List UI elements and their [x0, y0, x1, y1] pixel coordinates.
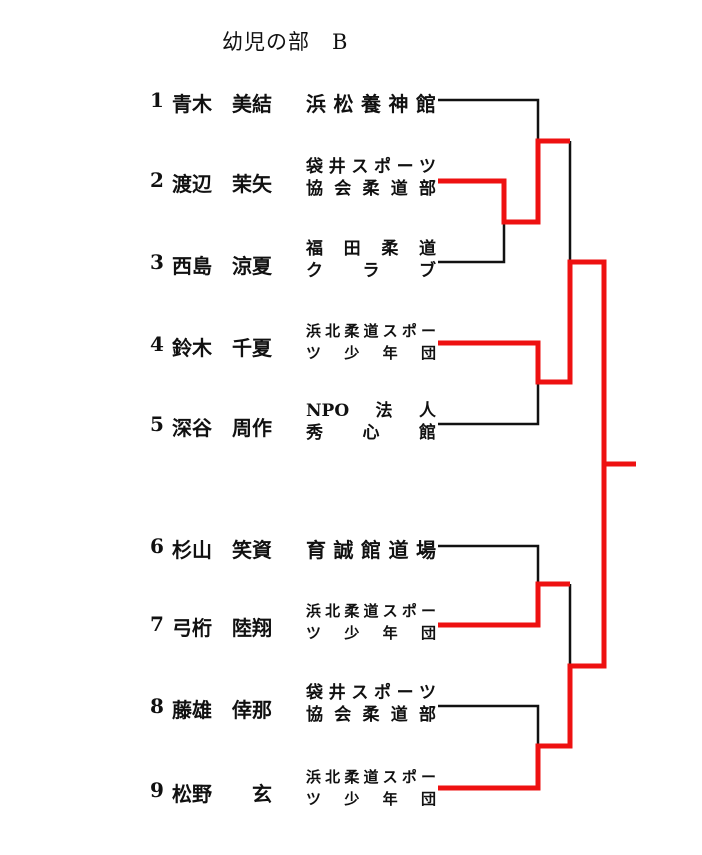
entry-club: 浜松養神館 [306, 88, 436, 117]
club-line: 育誠館道場 [306, 538, 436, 562]
entry-club: 福田柔道 クラブ [306, 238, 436, 282]
entry-row-9: 9 松野 玄 浜北柔道スポー ツ少年団 [0, 764, 440, 824]
club-line: ツ少年団 [306, 790, 436, 808]
bracket-line-red [438, 464, 607, 791]
club-line: 袋井スポーツ [306, 683, 436, 703]
entry-row-3: 3 西島 涼夏 福田柔道 クラブ [0, 236, 440, 296]
entry-club: NPO法人 秀心館 [306, 400, 436, 444]
entry-number: 9 [150, 778, 164, 802]
entry-number: 6 [150, 534, 164, 558]
entry-row-4: 4 鈴木 千夏 浜北柔道スポー ツ少年団 [0, 318, 440, 378]
club-line: ツ少年団 [306, 624, 436, 642]
club-line: 袋井スポーツ [306, 157, 436, 177]
entry-name: 鈴木 千夏 [172, 336, 272, 360]
bracket-line-black [438, 704, 540, 746]
club-line: 協会柔道部 [306, 705, 436, 725]
bracket-line-red [438, 581, 570, 628]
club-line: 浜北柔道スポー [306, 322, 436, 340]
entry-row-7: 7 弓桁 陸翔 浜北柔道スポー ツ少年団 [0, 598, 440, 658]
entry-row-5: 5 深谷 周作 NPO法人 秀心館 [0, 398, 440, 458]
entry-name: 深谷 周作 [172, 416, 272, 440]
club-line: ツ少年団 [306, 344, 436, 362]
bracket-line-red [438, 259, 636, 467]
entry-club: 浜北柔道スポー ツ少年団 [306, 766, 436, 810]
club-line: 浜北柔道スポー [306, 768, 436, 786]
club-line: NPO法人 [306, 401, 436, 421]
entry-club: 袋井スポーツ 協会柔道部 [306, 156, 436, 200]
entry-number: 1 [150, 88, 164, 112]
entry-row-6: 6 杉山 笑資 育誠館道場 [0, 530, 440, 590]
entry-name: 松野 玄 [172, 782, 272, 806]
bracket-line-black [438, 98, 540, 140]
entry-number: 8 [150, 694, 164, 718]
entry-club: 浜北柔道スポー ツ少年団 [306, 320, 436, 364]
club-line: 浜松養神館 [306, 92, 436, 116]
entry-name: 青木 美結 [172, 92, 272, 116]
club-line: クラブ [306, 261, 436, 281]
entry-number: 3 [150, 250, 164, 274]
entry-row-1: 1 青木 美結 浜松養神館 [0, 84, 440, 144]
entry-club: 袋井スポーツ 協会柔道部 [306, 682, 436, 726]
entry-number: 4 [150, 332, 164, 356]
entry-name: 藤雄 倖那 [172, 698, 272, 722]
entry-number: 5 [150, 412, 164, 436]
entry-name: 杉山 笑資 [172, 538, 272, 562]
bracket-line-black [438, 382, 540, 426]
bracket-line-black [438, 544, 540, 584]
entry-name: 渡辺 茉矢 [172, 172, 272, 196]
entry-number: 7 [150, 612, 164, 636]
bracket-line-red [438, 138, 570, 225]
club-line: 秀心館 [306, 423, 436, 443]
entry-name: 西島 涼夏 [172, 254, 272, 278]
bracket-line-black [438, 222, 506, 264]
entry-club: 浜北柔道スポー ツ少年団 [306, 600, 436, 644]
club-line: 協会柔道部 [306, 179, 436, 199]
entry-number: 2 [150, 168, 164, 192]
entry-row-8: 8 藤雄 倖那 袋井スポーツ 協会柔道部 [0, 680, 440, 740]
club-line: 福田柔道 [306, 239, 436, 259]
entry-club: 育誠館道場 [306, 534, 436, 563]
entry-row-2: 2 渡辺 茉矢 袋井スポーツ 協会柔道部 [0, 154, 440, 214]
bracket-title: 幼児の部 B [222, 30, 349, 54]
entry-name: 弓桁 陸翔 [172, 616, 272, 640]
club-line: 浜北柔道スポー [306, 602, 436, 620]
